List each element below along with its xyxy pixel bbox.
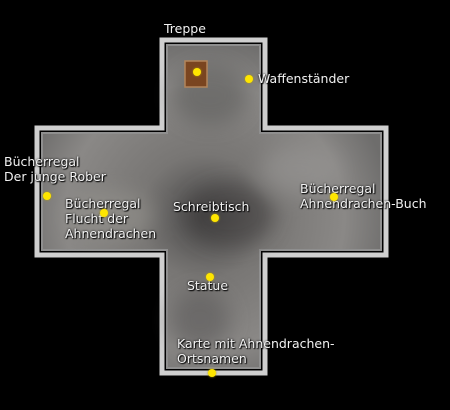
label-bookshelf-young-rober: Bücherregal Der junge Rober [4, 154, 106, 184]
label-stairs: Treppe [164, 21, 206, 36]
label-bookshelf-flight: Bücherregal Flucht der Ahnendrachen [65, 196, 156, 241]
label-desk: Schreibtisch [173, 199, 250, 214]
marker-bookshelf-young-rober[interactable] [43, 192, 51, 200]
marker-desk[interactable] [211, 214, 219, 222]
label-line: Ahnendrachen [65, 226, 157, 241]
label-line: Flucht der [65, 211, 129, 226]
label-map-place-names: Karte mit Ahnendrachen- Ortsnamen [177, 336, 335, 366]
marker-bookshelf-ancestor-book[interactable] [330, 193, 338, 201]
label-line: Bücherregal [4, 154, 80, 169]
marker-weapon-rack[interactable] [245, 75, 253, 83]
marker-statue[interactable] [206, 273, 214, 281]
label-line: Ahnendrachen-Buch [300, 196, 427, 211]
marker-map-place-names[interactable] [208, 369, 216, 377]
label-bookshelf-ancestor-book: Bücherregal Ahnendrachen-Buch [300, 181, 427, 211]
marker-stairs[interactable] [193, 68, 201, 76]
label-line: Bücherregal [300, 181, 376, 196]
label-line: Bücherregal [65, 196, 141, 211]
marker-bookshelf-flight[interactable] [100, 209, 108, 217]
label-line: Karte mit Ahnendrachen- [177, 336, 335, 351]
label-weapon-rack: Waffenständer [258, 71, 350, 86]
label-statue: Statue [187, 278, 229, 293]
label-line: Ortsnamen [177, 351, 247, 366]
floor-texture [65, 65, 340, 350]
label-line: Der junge Rober [4, 169, 106, 184]
room-wall [34, 37, 389, 376]
